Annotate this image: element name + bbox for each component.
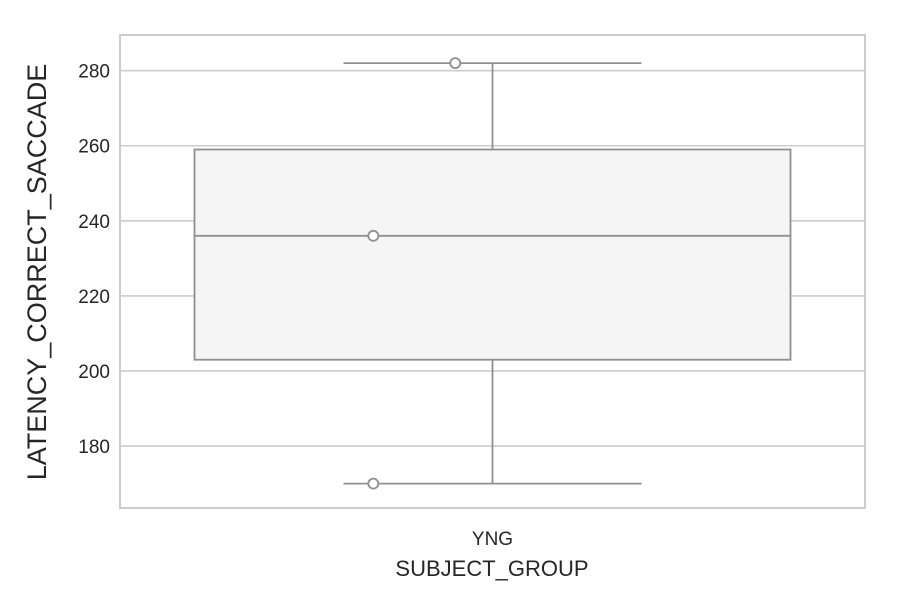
box-iqr (193, 148, 792, 361)
y-tick-label: 220 (78, 287, 110, 308)
y-tick-label: 200 (78, 362, 110, 383)
x-axis-label: SUBJECT_GROUP (395, 556, 588, 581)
y-tick-label: 180 (78, 437, 110, 458)
data-point (367, 477, 380, 490)
data-point (367, 229, 380, 242)
y-tick-label: 240 (78, 212, 110, 233)
y-tick-label: 260 (78, 137, 110, 158)
plot-frame (119, 34, 866, 509)
y-axis-label: LATENCY_CORRECT_SACCADE (22, 64, 52, 481)
y-tick-label: 280 (78, 62, 110, 83)
x-tick-label: YNG (472, 529, 513, 550)
data-point (449, 57, 462, 70)
